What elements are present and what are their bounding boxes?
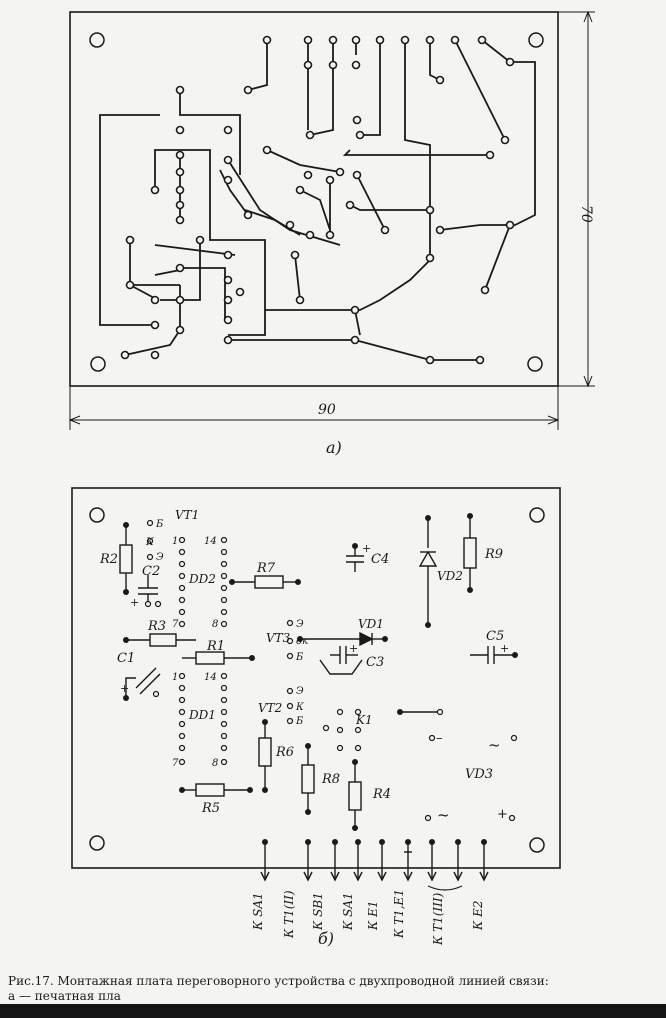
figure-a-label: а) xyxy=(326,438,342,457)
vd3-ac-2: ~ xyxy=(437,806,450,824)
terminal-label: К Т1(III) xyxy=(431,892,445,946)
pin-7-dd2: 7 xyxy=(172,619,179,630)
label-dd1: DD1 xyxy=(188,708,216,722)
label-r2: R2 xyxy=(99,552,118,567)
pin-ok-vt3: ок xyxy=(296,636,308,647)
pin-b-vt3: Б xyxy=(295,652,304,663)
label-c5: C5 xyxy=(486,629,504,644)
pin-b-vt2: Б xyxy=(295,716,304,727)
terminal-label: К SA1 xyxy=(341,892,355,931)
t1-brace xyxy=(427,885,463,891)
pin-b-vt1: Б xyxy=(155,519,164,530)
figure-caption: Рис.17. Монтажная плата переговорного ус… xyxy=(8,974,658,1004)
terminal-label: К Е1 xyxy=(366,901,380,932)
label-r5: R5 xyxy=(201,801,220,816)
label-c4: C4 xyxy=(371,552,389,567)
c3-plus: + xyxy=(349,642,358,655)
pin-e-vt1: Э xyxy=(156,552,164,563)
figure-b-label: б) xyxy=(318,929,334,948)
board-outline-a xyxy=(69,11,559,387)
pin-k-vt1: К xyxy=(145,537,154,548)
pin-marks: Б К Э 1 14 7 8 1 14 7 8 Э ок Б Э К Б – ~… xyxy=(120,519,509,824)
label-k1: K1 xyxy=(355,713,373,727)
component-labels: VT1 VT2 VT3 DD2 DD1 R1 R2 R3 R4 R5 R6 R7… xyxy=(99,508,504,816)
label-vd2: VD2 xyxy=(437,569,463,583)
terminal-label: К Е2 xyxy=(471,901,485,932)
label-vt1: VT1 xyxy=(175,508,199,522)
label-vt2: VT2 xyxy=(258,701,282,715)
label-vt3: VT3 xyxy=(266,631,291,645)
pin-e-vt3: Э xyxy=(296,619,304,630)
label-vd3: VD3 xyxy=(465,767,493,782)
dimension-width: 90 xyxy=(318,402,336,418)
label-vd1: VD1 xyxy=(358,617,384,631)
caption-line-1: Рис.17. Монтажная плата переговорного ус… xyxy=(8,974,549,988)
c4-plus: + xyxy=(362,542,371,555)
label-c2: C2 xyxy=(142,564,160,579)
label-c1: C1 xyxy=(117,651,135,666)
terminal-label: К SA1 xyxy=(251,892,265,931)
terminal-label: К Т1,Е1 xyxy=(392,889,406,939)
c5-plus: + xyxy=(500,642,509,655)
figure-a-pcb xyxy=(68,10,595,430)
bottom-bar xyxy=(0,1004,666,1018)
label-c3: C3 xyxy=(366,655,384,670)
pin-8-dd1: 8 xyxy=(212,758,218,769)
pin-e-vt2: Э xyxy=(296,686,304,697)
label-r7: R7 xyxy=(256,561,276,576)
terminal-label: К SB1 xyxy=(311,892,325,931)
pin-8-dd2: 8 xyxy=(212,619,218,630)
vd3-plus: + xyxy=(497,807,508,822)
terminal-label: К Т1(II) xyxy=(282,890,296,939)
terminal-labels: К SA1 К Т1(II) К SB1 К SA1 К Е1 К Т1,Е1 … xyxy=(251,889,485,946)
figure-b-layout xyxy=(71,487,561,882)
caption-line-2: а — печатная пла xyxy=(8,989,121,1003)
vd3-minus: – xyxy=(436,731,443,746)
pin-k-vt2: К xyxy=(295,702,304,713)
dimension-height: 70 xyxy=(578,205,594,223)
pin-14-dd1: 14 xyxy=(204,672,217,683)
label-dd2: DD2 xyxy=(188,572,216,586)
c2-plus: + xyxy=(130,596,139,609)
pin-7-dd1: 7 xyxy=(172,758,179,769)
board-outline-b xyxy=(71,487,561,869)
label-r9: R9 xyxy=(484,547,503,562)
pin-1-dd1: 1 xyxy=(172,672,178,683)
pin-14-dd2: 14 xyxy=(204,536,217,547)
label-r6: R6 xyxy=(275,745,294,760)
label-r1: R1 xyxy=(206,639,225,654)
label-r3: R3 xyxy=(147,619,166,634)
label-r4: R4 xyxy=(372,787,391,802)
vd3-ac-1: ~ xyxy=(488,736,501,754)
pin-1-dd2: 1 xyxy=(172,536,178,547)
c1-plus: + xyxy=(120,682,129,695)
label-r8: R8 xyxy=(321,772,340,787)
